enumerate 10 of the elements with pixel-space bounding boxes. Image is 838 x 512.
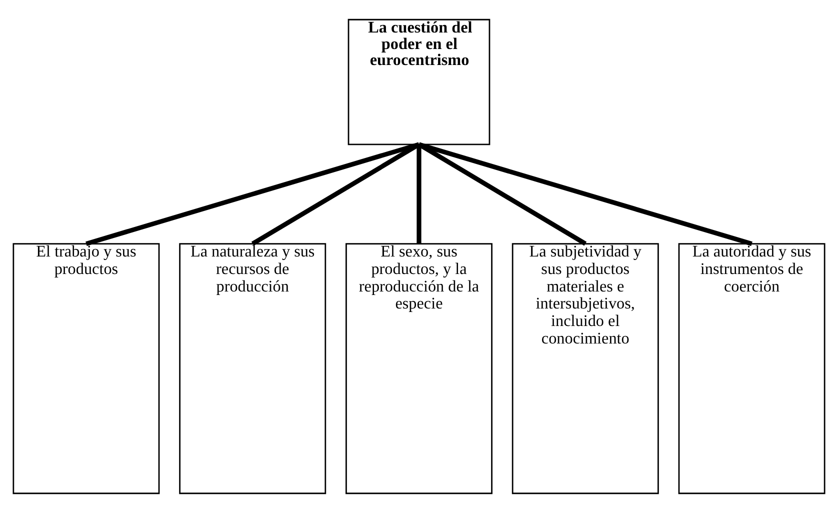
node-box: El trabajo y sus productos	[12, 242, 160, 494]
node-box: El sexo, sus productos, y la reproducción de la especie	[346, 242, 492, 494]
node-box: La naturaleza y sus recursos de producción	[179, 242, 326, 494]
connector	[418, 142, 587, 246]
connector	[251, 142, 420, 246]
node-box: La subjetividad y sus productos materiales e intersubjetivos, incluido el conocimiento	[512, 242, 659, 494]
connector	[86, 142, 420, 246]
node-box: La cuestión del poder en el eurocentrismo	[348, 18, 490, 145]
node-box: La autoridad y sus instrumentos de coerción	[678, 242, 826, 494]
connector	[418, 142, 752, 246]
